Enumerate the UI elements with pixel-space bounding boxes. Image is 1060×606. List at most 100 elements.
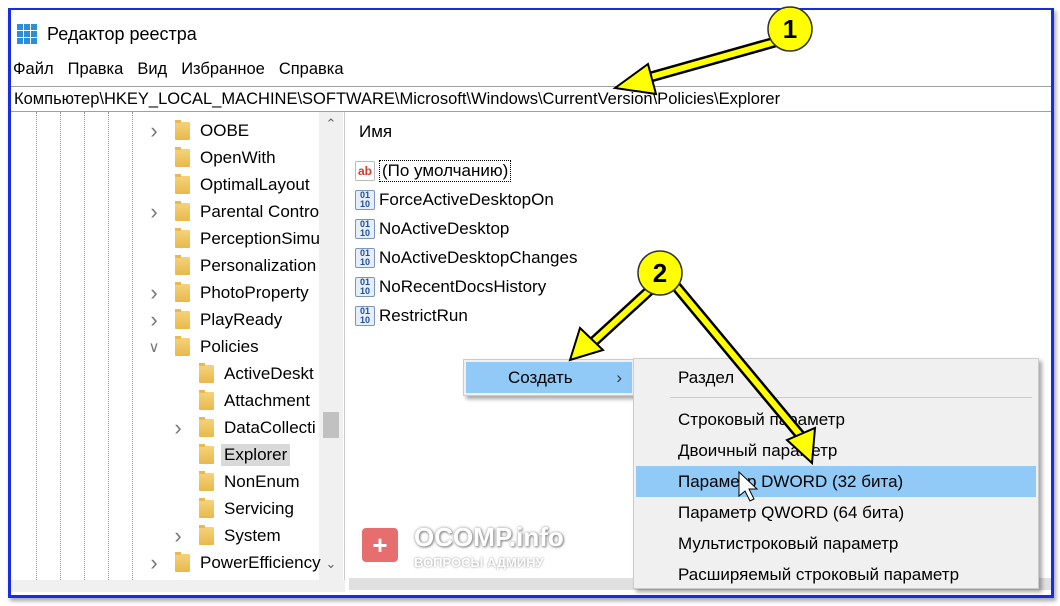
menu-file[interactable]: Файл bbox=[13, 59, 54, 78]
chevron-right-icon[interactable]: › bbox=[150, 280, 158, 305]
tree-item-label: PlayReady bbox=[200, 310, 283, 329]
tree-item-playready[interactable]: › PlayReady bbox=[150, 307, 283, 333]
tree-item-system[interactable]: › System bbox=[174, 523, 281, 549]
tree-item-label: PerceptionSimu bbox=[200, 229, 321, 248]
tree-item-label: System bbox=[224, 526, 281, 545]
folder-icon bbox=[175, 309, 190, 329]
tree-item-servicing[interactable]: Servicing bbox=[199, 496, 294, 522]
tree-item-label: Policies bbox=[200, 337, 259, 356]
tree-item-label: Personalization bbox=[200, 256, 317, 275]
folder-icon bbox=[199, 363, 214, 383]
tree-item-policies[interactable]: ∨ Policies bbox=[149, 334, 259, 360]
regedit-icon bbox=[17, 24, 37, 44]
value-name: NoActiveDesktopChanges bbox=[379, 248, 578, 267]
menu-item-create[interactable]: Создать › bbox=[466, 362, 632, 393]
menu-separator bbox=[670, 397, 1032, 398]
value-name: (По умолчанию) bbox=[379, 160, 512, 182]
watermark-tagline: ВОПРОСЫ АДМИНУ bbox=[414, 555, 544, 570]
folder-icon bbox=[175, 174, 190, 194]
window-title: Редактор реестра bbox=[47, 23, 197, 44]
menu-view[interactable]: Вид bbox=[137, 59, 168, 78]
tree-item-label: ActiveDeskt bbox=[224, 364, 314, 383]
menu-item-dword-value[interactable]: Параметр DWORD (32 бита) bbox=[636, 466, 1036, 497]
chevron-right-icon[interactable]: › bbox=[150, 199, 158, 224]
tree-item-label: PhotoProperty bbox=[200, 283, 309, 302]
folder-icon bbox=[199, 444, 214, 464]
tree-item-personalization[interactable]: Personalization bbox=[175, 253, 316, 279]
tree-item-activedeskt[interactable]: ActiveDeskt bbox=[199, 361, 314, 387]
tree-item-attachment[interactable]: Attachment bbox=[199, 388, 310, 414]
tree-item-label: OOBE bbox=[200, 121, 250, 140]
menu-item-label: Создать bbox=[508, 367, 573, 387]
tree-item-parental-contro[interactable]: › Parental Contro bbox=[150, 199, 320, 225]
menu-item-expandable-string-value[interactable]: Расширяемый строковый параметр bbox=[678, 564, 960, 584]
tree-item-powerefficiency[interactable]: › PowerEfficiency bbox=[150, 550, 321, 576]
tree-item-label: Parental Contro bbox=[200, 202, 320, 221]
watermark-brand: OCOMP.info bbox=[414, 521, 564, 552]
chevron-down-icon[interactable]: ∨ bbox=[148, 339, 160, 356]
watermark: + OCOMP.info ВОПРОСЫ АДМИНУ bbox=[362, 515, 612, 575]
folder-icon bbox=[199, 498, 214, 518]
menu-help[interactable]: Справка bbox=[278, 59, 344, 78]
folder-icon bbox=[199, 390, 214, 410]
tree-item-label: Servicing bbox=[224, 499, 294, 518]
menu-item-key[interactable]: Раздел bbox=[678, 367, 735, 387]
tree-item-explorer[interactable]: Explorer bbox=[199, 442, 291, 468]
string-value-icon: ab bbox=[355, 161, 375, 181]
chevron-right-icon[interactable]: › bbox=[150, 550, 158, 575]
column-header-name[interactable]: Имя bbox=[359, 122, 393, 141]
folder-icon bbox=[175, 255, 190, 275]
tree-item-photoproperty[interactable]: › PhotoProperty bbox=[150, 280, 309, 306]
folder-icon bbox=[199, 471, 214, 491]
tree-item-label: PowerEfficiency bbox=[200, 553, 321, 572]
menu-edit[interactable]: Правка bbox=[67, 59, 124, 78]
registry-editor-window: Редактор реестра Файл Правка Вид Избранн… bbox=[8, 8, 1054, 598]
chevron-right-icon[interactable]: › bbox=[150, 118, 158, 143]
tree-item-perceptionsimu[interactable]: PerceptionSimu bbox=[175, 226, 320, 252]
value-row[interactable]: ab(По умолчанию) bbox=[355, 159, 512, 183]
folder-icon bbox=[175, 552, 190, 572]
folder-icon bbox=[199, 417, 214, 437]
scroll-down-icon[interactable]: ⌄ bbox=[325, 556, 337, 571]
address-bar[interactable]: Компьютер\HKEY_LOCAL_MACHINE\SOFTWARE\Mi… bbox=[11, 86, 1051, 112]
tree-item-datacollecti[interactable]: › DataCollecti bbox=[174, 415, 316, 441]
value-name: NoRecentDocsHistory bbox=[379, 277, 547, 296]
tree-item-label: Explorer bbox=[221, 444, 291, 466]
menu-item-multi-string-value[interactable]: Мультистроковый параметр bbox=[678, 533, 899, 553]
chevron-right-icon[interactable]: › bbox=[150, 307, 158, 332]
tree-item-optimallayout[interactable]: OptimalLayout bbox=[175, 172, 310, 198]
tree-item-openwith[interactable]: OpenWith bbox=[175, 145, 276, 171]
scroll-thumb[interactable] bbox=[323, 412, 339, 438]
menu-item-binary-value[interactable]: Двоичный параметр bbox=[678, 440, 838, 460]
value-name: RestrictRun bbox=[379, 306, 468, 325]
folder-icon bbox=[175, 228, 190, 248]
tree-horizontal-scrollbar[interactable] bbox=[11, 580, 345, 592]
tree-item-oobe[interactable]: › OOBE bbox=[150, 118, 250, 144]
title-bar: Редактор реестра bbox=[11, 16, 197, 52]
context-menu: Создать › bbox=[463, 359, 635, 396]
tree-item-nonenum[interactable]: NonEnum bbox=[199, 469, 300, 495]
folder-icon bbox=[175, 201, 190, 221]
chevron-right-icon[interactable]: › bbox=[174, 523, 182, 548]
scroll-up-icon[interactable]: ⌃ bbox=[325, 116, 337, 131]
tree-item-label: DataCollecti bbox=[224, 418, 316, 437]
folder-icon bbox=[199, 525, 214, 545]
menu-item-qword-value[interactable]: Параметр QWORD (64 бита) bbox=[678, 502, 905, 522]
create-submenu: Раздел Строковый параметр Двоичный парам… bbox=[633, 358, 1039, 589]
chevron-right-icon[interactable]: › bbox=[174, 415, 182, 440]
menu-favorites[interactable]: Избранное bbox=[181, 59, 265, 78]
tree-scrollbar[interactable]: ⌃ ⌄ bbox=[319, 112, 343, 580]
menu-item-string-value[interactable]: Строковый параметр bbox=[678, 409, 845, 429]
menu-bar: Файл Правка Вид Избранное Справка bbox=[11, 56, 358, 82]
value-name: NoActiveDesktop bbox=[379, 219, 510, 238]
tree-item-label: NonEnum bbox=[224, 472, 300, 491]
